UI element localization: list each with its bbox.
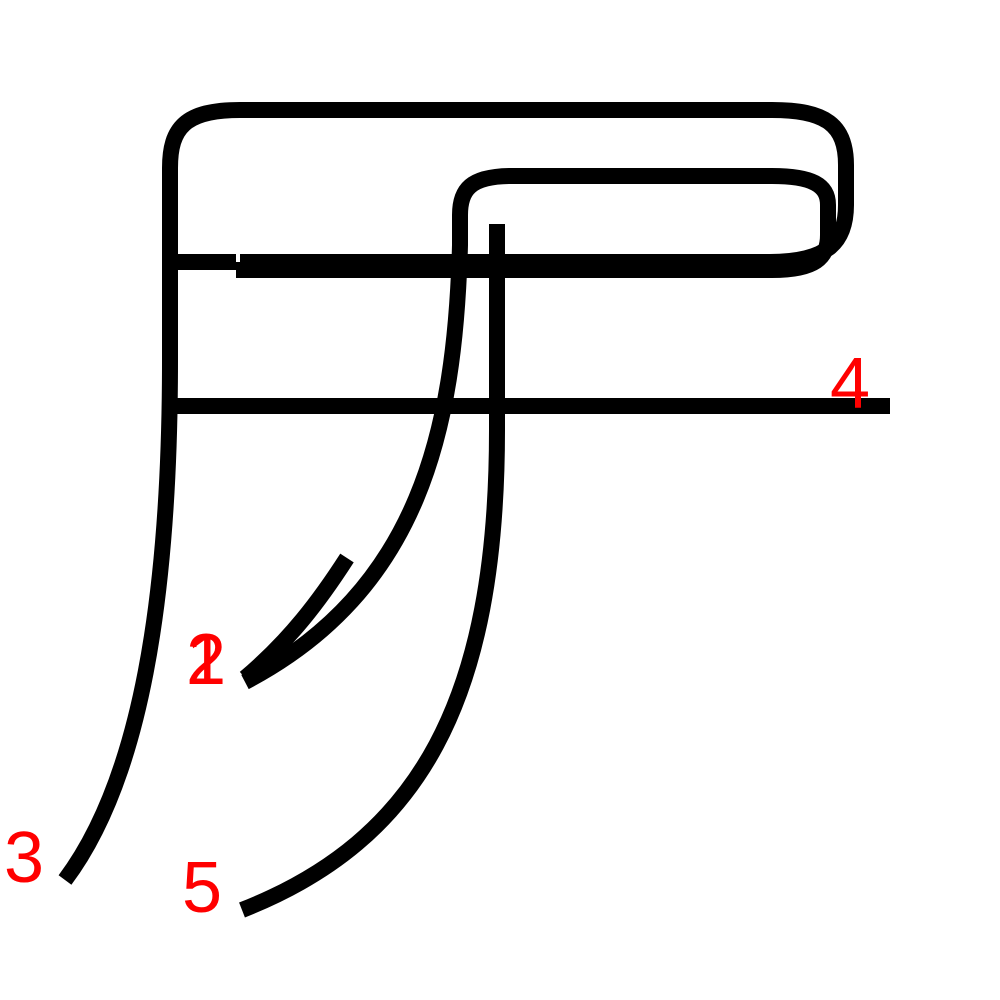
stroke-3 <box>58 102 854 885</box>
stroke-label-1: 1 <box>186 620 226 700</box>
stroke-5 <box>239 224 505 918</box>
stroke-label-3: 3 <box>4 818 44 898</box>
stroke-label-5: 5 <box>182 848 222 928</box>
stroke-label-4: 4 <box>830 344 870 424</box>
stroke-2-frame <box>236 168 836 690</box>
stroke-label-2: 2 <box>186 620 226 700</box>
